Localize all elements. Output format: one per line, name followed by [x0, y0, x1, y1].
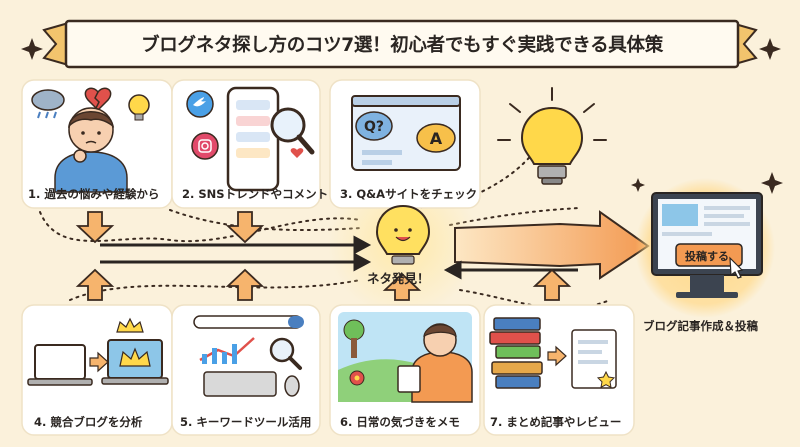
idea-found-label: ネタ発見！ [367, 271, 430, 286]
q-mark-text: Q? [364, 119, 384, 135]
a-mark-text: A [430, 129, 443, 148]
laptop-comparison-icon [27, 317, 169, 386]
worried-person-icon [31, 87, 150, 193]
keyword-tool-icon [193, 315, 304, 397]
qa-browser-icon [351, 95, 461, 171]
step-4-label: 4. 競合ブログを分析 [34, 415, 143, 429]
black-arrows [100, 235, 578, 280]
monitor-icon [651, 192, 763, 298]
post-button-label: 投稿する [685, 249, 729, 263]
books-review-icon [489, 317, 617, 389]
step-7-label: 7. まとめ記事やレビュー [490, 415, 622, 429]
smiling-lightbulb-icon [375, 204, 431, 265]
step-1-label: 1. 過去の悩みや経験から [28, 187, 160, 201]
step-3-label: 3. Q&Aサイトをチェック [340, 187, 478, 201]
step-2-label: 2. SNSトレンドやコメント [182, 187, 329, 201]
title-banner-shape [42, 19, 758, 69]
step-6-label: 6. 日常の気づきをメモ [340, 415, 460, 429]
page-title: ブログネタ探し方のコツ7選！初心者でもすぐ実践できる具体策 [141, 35, 663, 56]
lightbulb-icon [497, 87, 607, 185]
monitor-caption: ブログ記事作成＆投稿 [643, 319, 758, 333]
step-5-label: 5. キーワードツール活用 [180, 415, 312, 429]
main-arrow [454, 210, 650, 280]
park-memo-scene-icon [338, 312, 473, 403]
smartphone-sns-icon [186, 86, 315, 192]
orange-arrows [75, 211, 572, 301]
title-banner: ブログネタ探し方のコツ7選！初心者でもすぐ実践できる具体策 [66, 21, 738, 67]
